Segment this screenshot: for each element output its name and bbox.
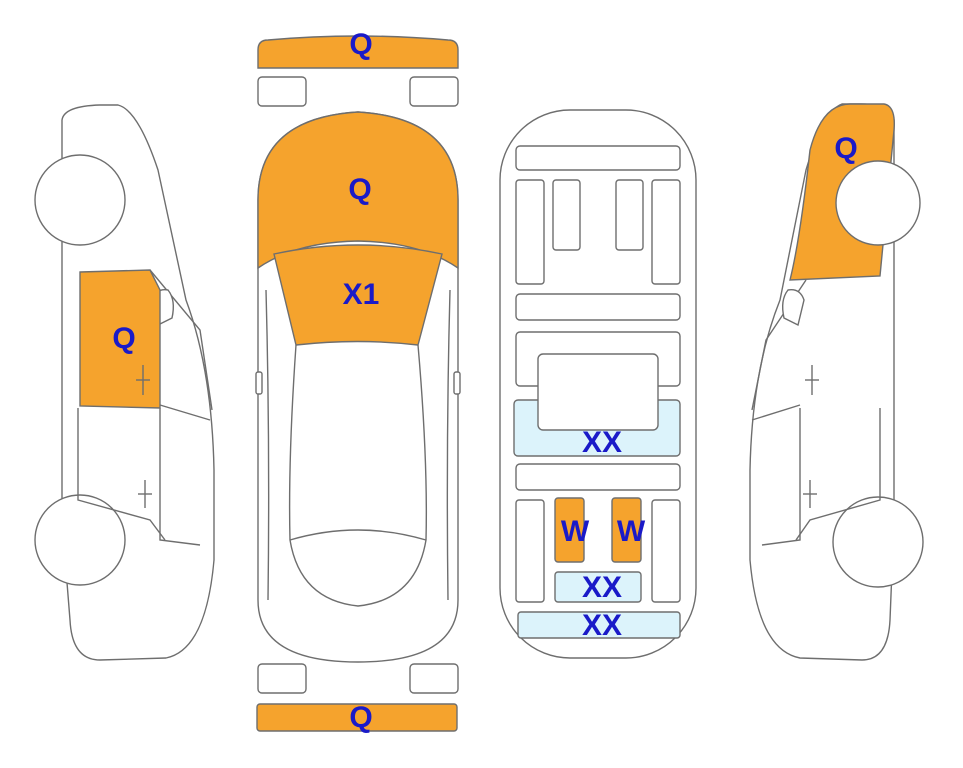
- interior-front-left-seat: [552, 179, 581, 251]
- label-front-bumper: Q: [349, 28, 372, 61]
- left-side-line-2: [159, 404, 211, 421]
- interior-front-right: [651, 179, 681, 285]
- label-right-seat: W: [617, 515, 646, 548]
- label-trunk-floor: XX: [582, 609, 622, 642]
- interior-bar-1: [515, 293, 681, 321]
- top-left-mirror: [255, 371, 263, 395]
- top-rear-glass: [289, 529, 427, 541]
- top-view: [255, 35, 461, 732]
- hood-panel: [257, 111, 459, 270]
- left-side-view: [34, 104, 215, 661]
- windshield-panel: [273, 244, 443, 346]
- left-rear-door-panel: [79, 269, 161, 409]
- interior-rear-left: [515, 499, 545, 603]
- right-side-line-3: [761, 408, 801, 546]
- label-rear-floor: XX: [582, 571, 622, 604]
- interior-view: [499, 109, 697, 659]
- interior-front-right-seat: [615, 179, 644, 251]
- rear-floor-panel: [554, 571, 642, 603]
- label-left-rear-door: Q: [112, 322, 135, 355]
- left-side-line-4: [77, 408, 166, 541]
- right-front-wheel: [835, 160, 921, 246]
- label-right-front-fender: Q: [834, 132, 857, 165]
- top-right-edge: [446, 289, 451, 601]
- label-hood: Q: [348, 173, 371, 206]
- left-side-line-3: [159, 408, 201, 546]
- interior-front-left: [515, 179, 545, 285]
- front-bumper-panel: [257, 35, 459, 69]
- damage-labels: Q Q X1 Q Q Q XX W W XX XX: [112, 28, 857, 734]
- rear-right-light: [409, 663, 459, 694]
- interior-bar-2: [515, 463, 681, 491]
- label-left-seat: W: [561, 515, 590, 548]
- left-front-wheel: [34, 154, 126, 246]
- front-right-light: [409, 76, 459, 107]
- label-rear-bumper: Q: [349, 701, 372, 734]
- top-right-mirror: [453, 371, 461, 395]
- left-rear-wheel: [34, 494, 126, 586]
- rear-left-light: [257, 663, 307, 694]
- left-seat-panel: [554, 497, 585, 563]
- interior-console: [537, 353, 659, 431]
- top-left-edge: [265, 289, 270, 601]
- top-roof-line: [288, 344, 428, 607]
- trunk-floor-panel: [517, 611, 681, 639]
- interior-rear-right: [651, 499, 681, 603]
- interior-dash: [515, 145, 681, 171]
- front-left-light: [257, 76, 307, 107]
- label-floor-center: XX: [582, 426, 622, 459]
- right-rear-wheel: [832, 496, 924, 588]
- right-side-line-4: [795, 408, 881, 541]
- right-mirror: [781, 289, 805, 327]
- label-windshield: X1: [343, 278, 380, 311]
- right-side-view: [749, 103, 924, 661]
- right-seat-panel: [611, 497, 642, 563]
- right-side-line-2: [751, 404, 801, 421]
- rear-bumper-panel: [256, 703, 458, 732]
